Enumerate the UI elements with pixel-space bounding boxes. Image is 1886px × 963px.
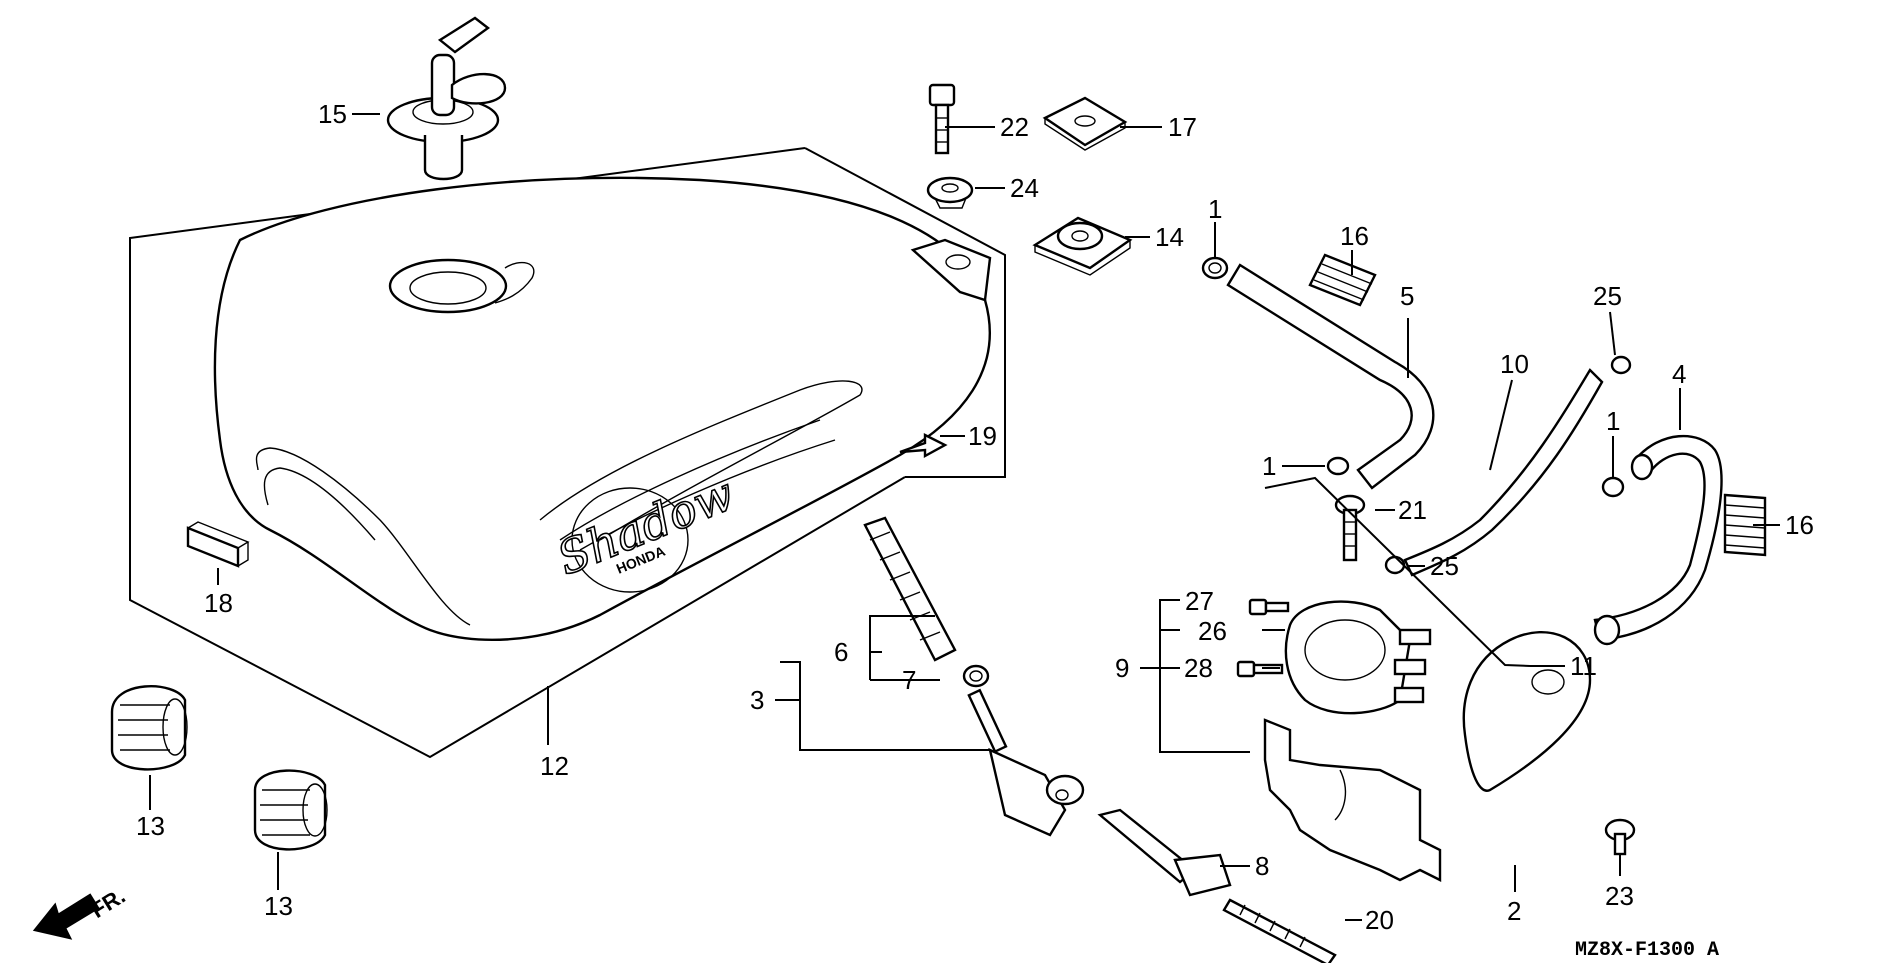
- label-19: 19: [968, 421, 997, 451]
- label-9: 9: [1115, 653, 1129, 683]
- part-20-long-bolt: [1222, 898, 1337, 963]
- label-6: 6: [834, 637, 848, 667]
- part-number-labels: 15 22 17 24 14 1 16 5 10 25 4 1 1 21 25 …: [136, 99, 1814, 935]
- part-26-fuel-pump: [1284, 600, 1432, 715]
- front-direction-arrow: FR.: [32, 883, 130, 940]
- label-1-right: 1: [1606, 406, 1620, 436]
- part-7-o-ring: [962, 664, 990, 688]
- label-10: 10: [1500, 349, 1529, 379]
- part-1-clip-c: [1601, 476, 1625, 498]
- label-27: 27: [1185, 586, 1214, 616]
- part-13-rubber-a: [110, 685, 188, 771]
- part-2-cover: [1462, 630, 1592, 792]
- label-17: 17: [1168, 112, 1197, 142]
- label-21: 21: [1398, 495, 1427, 525]
- leader-lines: [149, 113, 1780, 921]
- part-16-spring-lower: [1723, 493, 1767, 557]
- part-21-bolt: [1334, 494, 1366, 562]
- part-5-hose: [1226, 263, 1435, 490]
- label-11: 11: [1570, 651, 1597, 681]
- fuel-tank: Shadow HONDA: [213, 176, 992, 642]
- part-17-pad: [1042, 96, 1128, 151]
- part-25-clip-b: [1384, 555, 1406, 575]
- label-15: 15: [318, 99, 347, 129]
- part-13-rubber-b: [253, 769, 328, 851]
- part-16-spring-upper: [1308, 253, 1377, 307]
- part-25-clip-a: [1610, 355, 1632, 375]
- label-28: 28: [1184, 653, 1213, 683]
- label-25-top: 25: [1593, 281, 1622, 311]
- label-14: 14: [1155, 222, 1184, 252]
- part-18-block: [186, 521, 250, 568]
- label-26: 26: [1198, 616, 1227, 646]
- part-19-direction-arrow: [899, 433, 948, 459]
- label-7: 7: [902, 665, 916, 695]
- label-2: 2: [1507, 896, 1521, 926]
- part-27-screw: [1248, 598, 1290, 616]
- part-4-hose: [1593, 434, 1723, 646]
- diagram-code: MZ8X-F1300 A: [1575, 939, 1719, 962]
- label-23: 23: [1605, 881, 1634, 911]
- label-16-right: 16: [1785, 510, 1814, 540]
- label-4: 4: [1672, 359, 1686, 389]
- part-8-knob: [1097, 808, 1232, 897]
- label-20: 20: [1365, 905, 1394, 935]
- pump-bracket: [1263, 718, 1442, 882]
- front-direction-label: FR.: [86, 883, 129, 923]
- part-24-grommet: [926, 176, 974, 209]
- part-14-mount: [1032, 216, 1133, 276]
- part-10-hose: [1403, 368, 1604, 577]
- part-6-filter: [863, 516, 957, 662]
- part-15-fuel-cap: [386, 16, 507, 181]
- label-13-b: 13: [264, 891, 293, 921]
- label-18: 18: [204, 588, 233, 618]
- part-3-fuel-valve: [967, 688, 1085, 837]
- label-22: 22: [1000, 112, 1029, 142]
- label-1-top: 1: [1208, 194, 1222, 224]
- part-1-clip-a: [1201, 256, 1229, 280]
- label-1-mid: 1: [1262, 451, 1276, 481]
- label-3: 3: [750, 685, 764, 715]
- label-25-low: 25: [1430, 551, 1459, 581]
- label-24: 24: [1010, 173, 1039, 203]
- label-16-top: 16: [1340, 221, 1369, 251]
- label-12: 12: [540, 751, 569, 781]
- label-13-a: 13: [136, 811, 165, 841]
- label-5: 5: [1400, 281, 1414, 311]
- part-23-screw: [1604, 818, 1636, 856]
- part-1-clip-b: [1326, 456, 1350, 476]
- label-8: 8: [1255, 851, 1269, 881]
- part-22-bolt: [928, 83, 956, 155]
